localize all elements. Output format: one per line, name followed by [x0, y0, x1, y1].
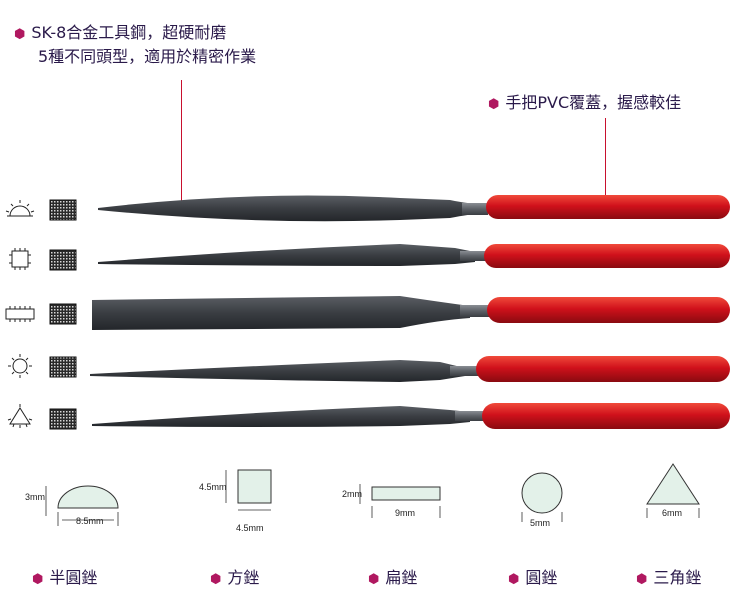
material-callout: ⬢ SK-8合金工具鋼，超硬耐磨 5種不同頭型，適用於精密作業 — [14, 22, 256, 68]
red-pvc-handle — [482, 403, 730, 429]
half-round-height-dim: 3mm — [25, 492, 45, 502]
cut-pattern-swatches — [49, 199, 77, 430]
round-width-dim: 5mm — [530, 518, 550, 528]
label-half-round: ⬢半圓銼 — [32, 568, 98, 587]
handle-leader-line — [605, 118, 606, 204]
half-round-width-dim: 8.5mm — [76, 516, 104, 526]
round-profile-icon — [8, 354, 32, 378]
triangle-profile-icon — [7, 404, 33, 428]
label-round: ⬢圓銼 — [508, 568, 558, 587]
half-round-profile-icon — [5, 200, 35, 217]
red-pvc-handle — [484, 244, 730, 268]
bullet-hexagon-icon: ⬢ — [32, 572, 44, 587]
bullet-hexagon-icon: ⬢ — [508, 572, 520, 587]
flat-height-dim: 2mm — [342, 489, 362, 499]
square-width-dim: 4.5mm — [236, 523, 264, 533]
label-triangle: ⬢三角銼 — [636, 568, 702, 587]
flat-section — [371, 486, 441, 501]
flat-width-dim: 9mm — [395, 508, 415, 518]
bullet-hexagon-icon: ⬢ — [368, 572, 380, 587]
bullet-hexagon-icon: ⬢ — [636, 572, 648, 587]
bullet-hexagon-icon: ⬢ — [14, 27, 26, 42]
flat-profile-icon — [5, 306, 35, 322]
red-pvc-handle — [486, 195, 730, 219]
square-section — [237, 469, 272, 504]
triangle-file — [92, 403, 730, 429]
material-callout-line1: SK-8合金工具鋼，超硬耐磨 — [31, 23, 227, 42]
label-square: ⬢方銼 — [210, 568, 260, 587]
half-round-file — [98, 195, 730, 222]
cross-section-diagrams — [45, 463, 700, 526]
flat-file — [92, 296, 730, 330]
square-file — [98, 244, 730, 268]
bullet-hexagon-icon: ⬢ — [210, 572, 222, 587]
handle-callout: ⬢ 手把PVC覆蓋，握感較佳 — [488, 92, 681, 116]
triangle-width-dim: 6mm — [662, 508, 682, 518]
red-pvc-handle — [476, 356, 730, 382]
profile-icons — [5, 200, 35, 428]
material-leader-line — [181, 80, 182, 206]
label-flat: ⬢扁銼 — [368, 568, 418, 587]
red-pvc-handle — [487, 297, 730, 323]
half-round-section — [57, 485, 119, 509]
square-height-dim: 4.5mm — [199, 482, 227, 492]
handle-callout-text: 手把PVC覆蓋，握感較佳 — [505, 93, 682, 112]
material-callout-line2: 5種不同頭型，適用於精密作業 — [38, 47, 257, 66]
round-section — [521, 472, 563, 514]
round-file — [90, 356, 730, 382]
bullet-hexagon-icon: ⬢ — [488, 97, 500, 112]
triangle-section — [646, 463, 700, 505]
square-profile-icon — [9, 248, 31, 270]
